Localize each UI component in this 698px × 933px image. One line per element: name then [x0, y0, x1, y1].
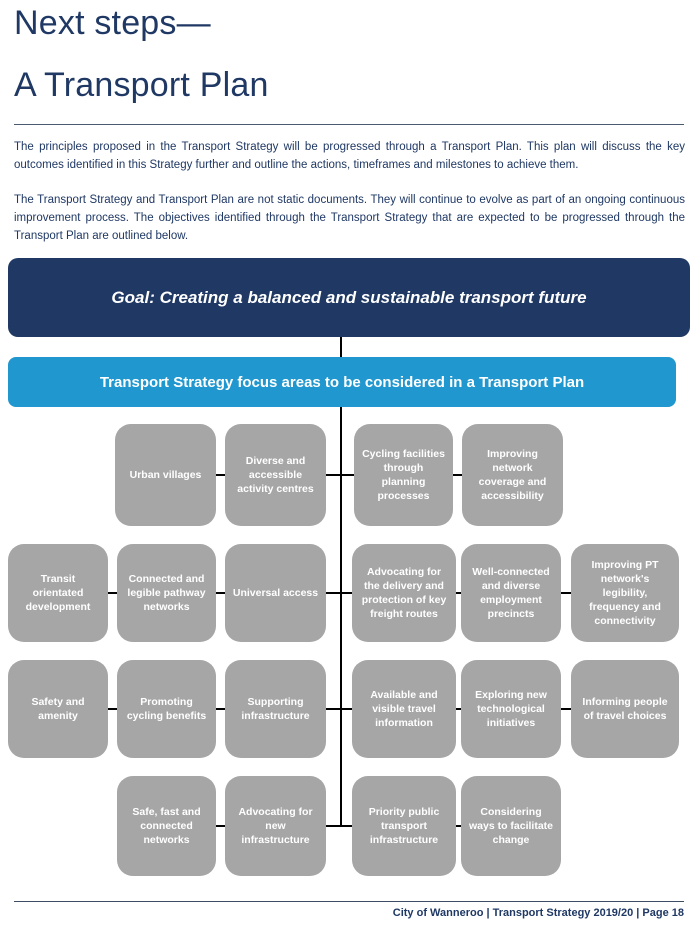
box-informing-travel-choices: Informing people of travel choices — [571, 660, 679, 758]
box-diverse-activity-centres: Diverse and accessible activity centres — [225, 424, 326, 526]
box-pt-network-legibility: Improving PT network's legibility, frequ… — [571, 544, 679, 642]
row1-connector-line — [165, 474, 512, 476]
focus-banner-text: Transport Strategy focus areas to be con… — [99, 373, 585, 391]
box-cycling-facilities-planning: Cycling facilities through planning proc… — [354, 424, 453, 526]
page-title-line2: A Transport Plan — [14, 66, 269, 104]
footer-divider — [14, 901, 684, 902]
diagram-spine-line — [340, 406, 342, 826]
goal-banner-text: Goal: Creating a balanced and sustainabl… — [111, 287, 587, 307]
box-urban-villages: Urban villages — [115, 424, 216, 526]
box-safe-fast-connected-networks: Safe, fast and connected networks — [117, 776, 216, 876]
row2-connector-line — [58, 592, 625, 594]
row4-connector-line — [166, 825, 511, 827]
footer-text: City of Wanneroo | Transport Strategy 20… — [392, 907, 684, 919]
intro-paragraph-1: The principles proposed in the Transport… — [14, 141, 685, 171]
page-title-line1: Next steps— — [14, 4, 211, 42]
box-network-coverage-accessibility: Improving network coverage and accessibi… — [462, 424, 563, 526]
intro-paragraph-2: The Transport Strategy and Transport Pla… — [14, 194, 685, 242]
box-safety-and-amenity: Safety and amenity — [8, 660, 108, 758]
box-universal-access: Universal access — [225, 544, 326, 642]
row3-connector-line — [58, 708, 625, 710]
box-technological-initiatives: Exploring new technological initiatives — [461, 660, 561, 758]
box-connected-legible-pathways: Connected and legible pathway networks — [117, 544, 216, 642]
box-supporting-infrastructure: Supporting infrastructure — [225, 660, 326, 758]
box-travel-information: Available and visible travel information — [352, 660, 456, 758]
box-transit-orientated-development: Transit orientated development — [8, 544, 108, 642]
title-divider — [14, 124, 684, 125]
box-freight-routes-advocacy: Advocating for the delivery and protecti… — [352, 544, 456, 642]
box-priority-public-transport: Priority public transport infrastructure — [352, 776, 456, 876]
box-facilitate-change: Considering ways to facilitate change — [461, 776, 561, 876]
focus-banner: Transport Strategy focus areas to be con… — [8, 357, 676, 407]
box-promoting-cycling-benefits: Promoting cycling benefits — [117, 660, 216, 758]
goal-banner: Goal: Creating a balanced and sustainabl… — [8, 258, 690, 337]
connector-goal-to-focus — [340, 336, 342, 358]
box-employment-precincts: Well-connected and diverse employment pr… — [461, 544, 561, 642]
box-advocating-new-infrastructure: Advocating for new infrastructure — [225, 776, 326, 876]
